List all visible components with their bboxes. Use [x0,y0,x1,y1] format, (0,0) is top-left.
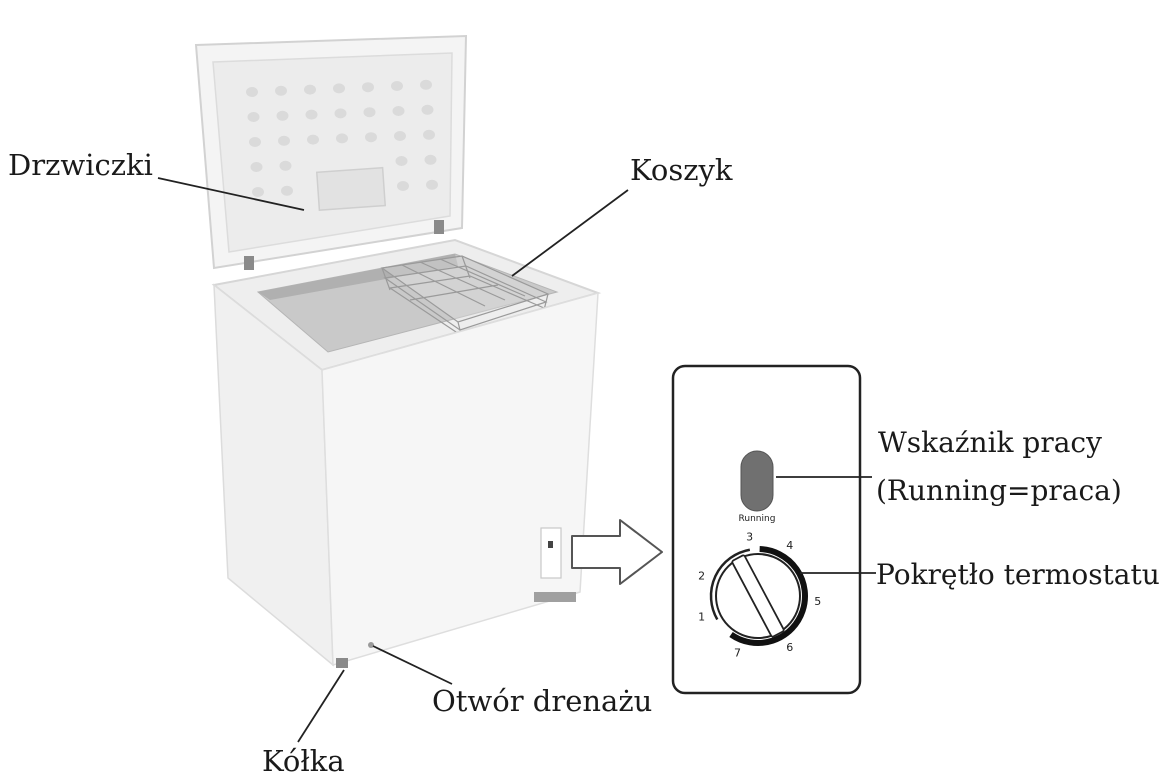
dial-number: 3 [746,531,753,544]
running-caption: Running [739,514,776,524]
freezer-front-face [321,291,599,666]
drain-hole [368,642,374,648]
dial-number: 4 [786,539,793,552]
lid-dimple [423,129,435,140]
lid-dimple [275,85,287,96]
dial-number: 6 [786,641,793,654]
lid-dimple [246,87,258,97]
lid-dimple [304,84,316,95]
dial-numbers: 1 2 3 4 5 6 7 [698,531,821,660]
lid-dimple [420,79,432,90]
lid-dimple [397,181,409,191]
lid-dimple [307,134,319,145]
control-panel-detail: Running 1 2 3 4 5 6 7 [671,364,862,695]
freezer-lid [194,34,468,270]
zoom-arrow [571,519,663,585]
lid-dimple [363,107,376,118]
label-door: Drzwiczki [8,148,153,182]
label-wheels: Kółka [262,744,345,778]
lid-dimple [424,154,437,165]
lid-dimple [336,133,348,144]
running-indicator-lamp-icon [740,450,774,512]
lid-dimple [391,81,403,91]
lid-dimples [246,79,438,197]
freezer-control-panel-small [540,527,562,579]
dial-number: 5 [814,595,821,608]
freezer-wheel-front [336,658,348,668]
lid-dimple [426,179,438,190]
lid-dimple [247,112,260,122]
lid-dimple [365,132,377,143]
lid-dimple [392,106,405,116]
dial-number: 7 [734,646,741,659]
label-indicator-line1: Wskaźnik pracy [878,426,1102,459]
freezer-illustration [194,34,602,668]
lid-dimple [333,83,345,94]
label-thermostat: Pokrętło termostatu [876,558,1160,591]
lid-dimple [281,185,293,196]
lid-dimple [362,82,374,93]
leader-wheels [297,669,345,743]
label-basket: Koszyk [630,153,733,187]
lid-dimple [334,108,347,119]
lid-vent-panel [315,166,387,211]
thermostat-dial-icon: 1 2 3 4 5 6 7 [698,531,821,660]
dial-number: 2 [698,569,705,582]
freezer-wheel-right [534,592,576,602]
labels: Drzwiczki Koszyk Wskaźnik pracy (Running… [8,148,1160,778]
lid-dimple [394,131,406,141]
lid-dimple [305,109,318,120]
lid-dimple [279,160,292,171]
leader-basket [511,189,629,277]
label-indicator-line2: (Running=praca) [876,474,1122,507]
lid-dimple [278,135,290,146]
dial-number: 1 [698,611,705,624]
leader-door [157,177,305,211]
freezer-basket [380,255,550,339]
lid-dimple [252,187,264,197]
lid-dimple [395,156,408,166]
lid-hinge-right [434,220,444,234]
lid-dimple [276,110,289,121]
leader-lines [157,177,876,743]
lid-hinge-left [244,256,254,270]
lid-dimple [250,162,263,172]
label-drain: Otwór drenażu [432,684,652,718]
lid-dimple [249,137,261,147]
lid-dimple [421,104,434,115]
leader-drain [372,645,453,685]
